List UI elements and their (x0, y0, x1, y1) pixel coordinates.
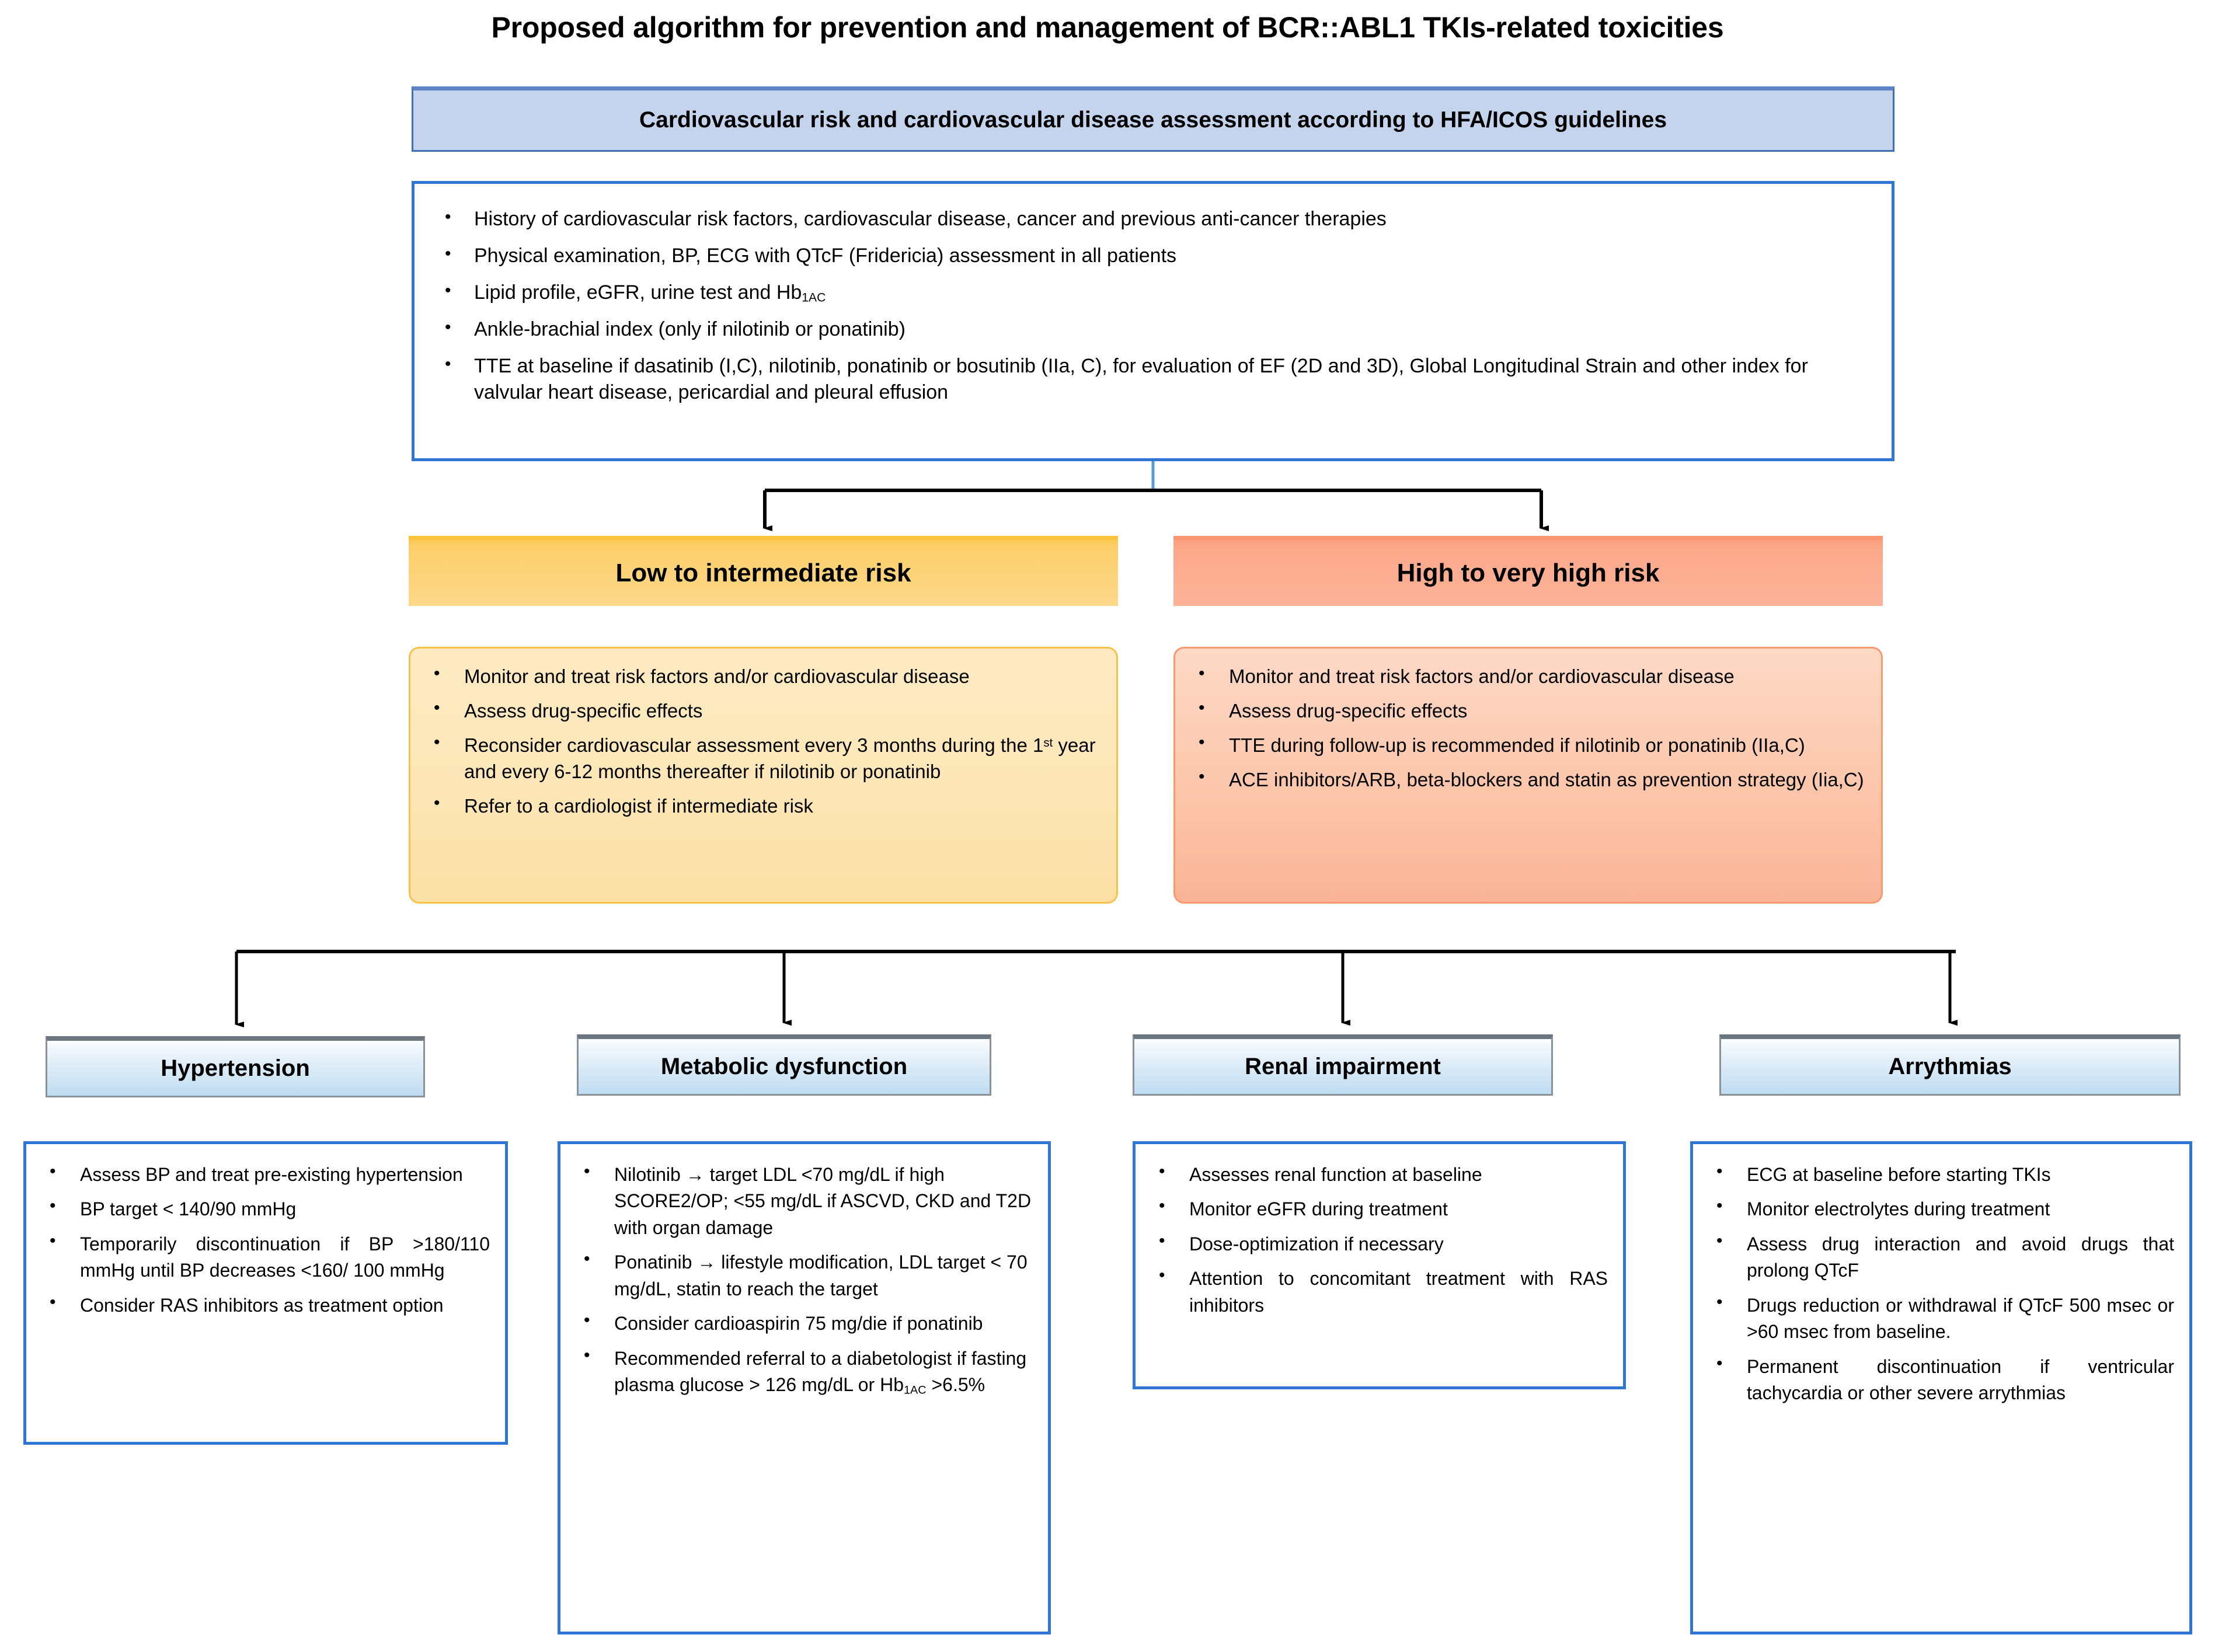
high-risk-list: Monitor and treat risk factors and/or ca… (1190, 663, 1866, 793)
cat-header-label: Hypertension (161, 1055, 310, 1081)
list-item-text: Recommended referral to a diabetologist … (614, 1347, 1027, 1396)
list-item: Assess drug-specific effects (426, 697, 1101, 724)
list-item: History of cardiovascular risk factors, … (432, 206, 1874, 232)
list-item: Assesses renal function at baseline (1151, 1160, 1608, 1188)
list-item: TTE at baseline if dasatinib (I,C), nilo… (432, 353, 1874, 406)
list-item-text: Lipid profile, eGFR, urine test and Hb (474, 281, 802, 304)
cat-header-metabolic-dysfunction: Metabolic dysfunction (577, 1034, 991, 1096)
list-item: Reconsider cardiovascular assessment eve… (426, 731, 1101, 785)
list-item: Attention to concomitant treatment with … (1151, 1264, 1608, 1319)
body-high-to-very-high-risk: Monitor and treat risk factors and/or ca… (1173, 647, 1883, 904)
list-item: Temporarily discontinuation if BP >180/1… (41, 1230, 490, 1284)
cat-body-metabolic-dysfunction: Nilotinib → target LDL <70 mg/dL if high… (558, 1141, 1051, 1634)
list-item: Monitor eGFR during treatment (1151, 1195, 1608, 1222)
baseline-assessment-box: History of cardiovascular risk factors, … (412, 181, 1894, 461)
list-item-text: Reconsider cardiovascular assessment eve… (464, 734, 1044, 756)
cat-body-arrythmias: ECG at baseline before starting TKIs Mon… (1690, 1141, 2192, 1634)
baseline-assessment-list: History of cardiovascular risk factors, … (432, 206, 1874, 406)
risk-header-label: Low to intermediate risk (615, 558, 911, 587)
banner-label: Cardiovascular risk and cardiovascular d… (639, 107, 1667, 133)
list-item: ECG at baseline before starting TKIs (1708, 1160, 2174, 1188)
cat-header-arrythmias: Arrythmias (1719, 1034, 2181, 1096)
list-item: Consider cardioaspirin 75 mg/die if pona… (576, 1309, 1033, 1337)
list-item: Nilotinib → target LDL <70 mg/dL if high… (576, 1160, 1033, 1241)
superscript: st (1043, 736, 1053, 750)
risk-header-label: High to very high risk (1396, 558, 1660, 587)
list-item: ACE inhibitors/ARB, beta-blockers and st… (1190, 766, 1866, 793)
cat-body-hypertension: Assess BP and treat pre-existing hyperte… (23, 1141, 508, 1445)
header-high-to-very-high-risk: High to very high risk (1173, 536, 1883, 606)
arrythmias-list: ECG at baseline before starting TKIs Mon… (1708, 1160, 2174, 1407)
list-item: Refer to a cardiologist if intermediate … (426, 792, 1101, 820)
list-item: Ankle-brachial index (only if nilotinib … (432, 316, 1874, 343)
subscript: 1AC (903, 1383, 927, 1397)
list-item: TTE during follow-up is recommended if n… (1190, 731, 1866, 759)
metabolic-list: Nilotinib → target LDL <70 mg/dL if high… (576, 1160, 1033, 1399)
list-item: Monitor and treat risk factors and/or ca… (426, 663, 1101, 690)
body-low-to-intermediate-risk: Monitor and treat risk factors and/or ca… (409, 647, 1118, 904)
list-item: Consider RAS inhibitors as treatment opt… (41, 1291, 490, 1319)
list-item: Ponatinib → lifestyle modification, LDL … (576, 1248, 1033, 1302)
hypertension-list: Assess BP and treat pre-existing hyperte… (41, 1160, 490, 1319)
list-item: Permanent discontinuation if ventricular… (1708, 1353, 2174, 1407)
cat-header-label: Arrythmias (1888, 1053, 2012, 1079)
list-item: Assess BP and treat pre-existing hyperte… (41, 1160, 490, 1188)
list-item-text-cont: >6.5% (926, 1374, 985, 1396)
list-item: Dose-optimization if necessary (1151, 1230, 1608, 1257)
cat-header-renal-impairment: Renal impairment (1133, 1034, 1553, 1096)
list-item: Assess drug-specific effects (1190, 697, 1866, 724)
cat-header-hypertension: Hypertension (46, 1036, 425, 1097)
subscript: 1AC (802, 291, 826, 305)
list-item-text-cont: year and every 6-12 months thereafter if… (464, 734, 1096, 782)
header-low-to-intermediate-risk: Low to intermediate risk (409, 536, 1118, 606)
list-item: Recommended referral to a diabetologist … (576, 1344, 1033, 1399)
list-item: Assess drug interaction and avoid drugs … (1708, 1230, 2174, 1284)
page-title: Proposed algorithm for prevention and ma… (491, 11, 1724, 44)
list-item: Monitor electrolytes during treatment (1708, 1195, 2174, 1222)
cat-header-label: Renal impairment (1245, 1053, 1441, 1079)
cat-header-label: Metabolic dysfunction (660, 1053, 908, 1079)
renal-list: Assesses renal function at baseline Moni… (1151, 1160, 1608, 1319)
cat-body-renal-impairment: Assesses renal function at baseline Moni… (1133, 1141, 1626, 1389)
low-risk-list: Monitor and treat risk factors and/or ca… (426, 663, 1101, 820)
list-item: Monitor and treat risk factors and/or ca… (1190, 663, 1866, 690)
list-item: Drugs reduction or withdrawal if QTcF 50… (1708, 1291, 2174, 1346)
list-item: BP target < 140/90 mmHg (41, 1195, 490, 1222)
list-item: Physical examination, BP, ECG with QTcF … (432, 243, 1874, 269)
list-item: Lipid profile, eGFR, urine test and Hb1A… (432, 280, 1874, 306)
banner-cv-assessment: Cardiovascular risk and cardiovascular d… (412, 86, 1894, 152)
